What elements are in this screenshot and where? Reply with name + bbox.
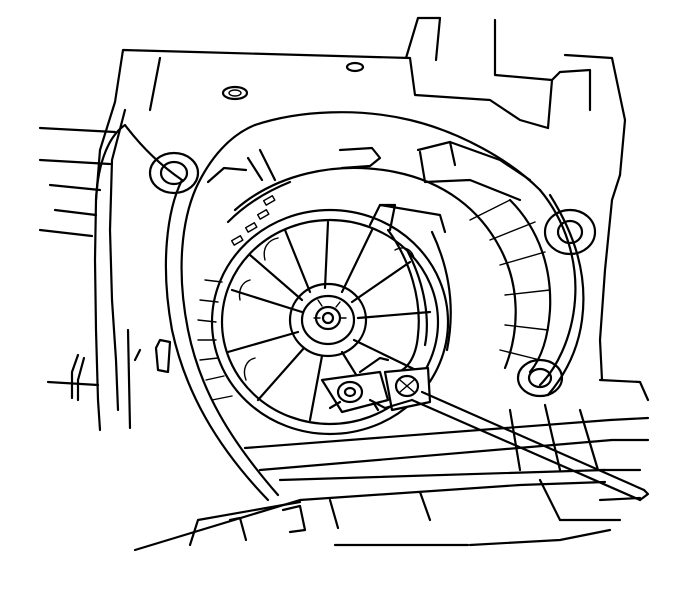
housing-bracket xyxy=(368,203,452,374)
wire-harness xyxy=(368,390,650,502)
hvac-housing xyxy=(38,16,650,552)
wheel-guard-cage xyxy=(226,166,552,374)
blower-motor-wheel xyxy=(210,208,450,436)
blower-housing-shroud xyxy=(94,111,597,502)
